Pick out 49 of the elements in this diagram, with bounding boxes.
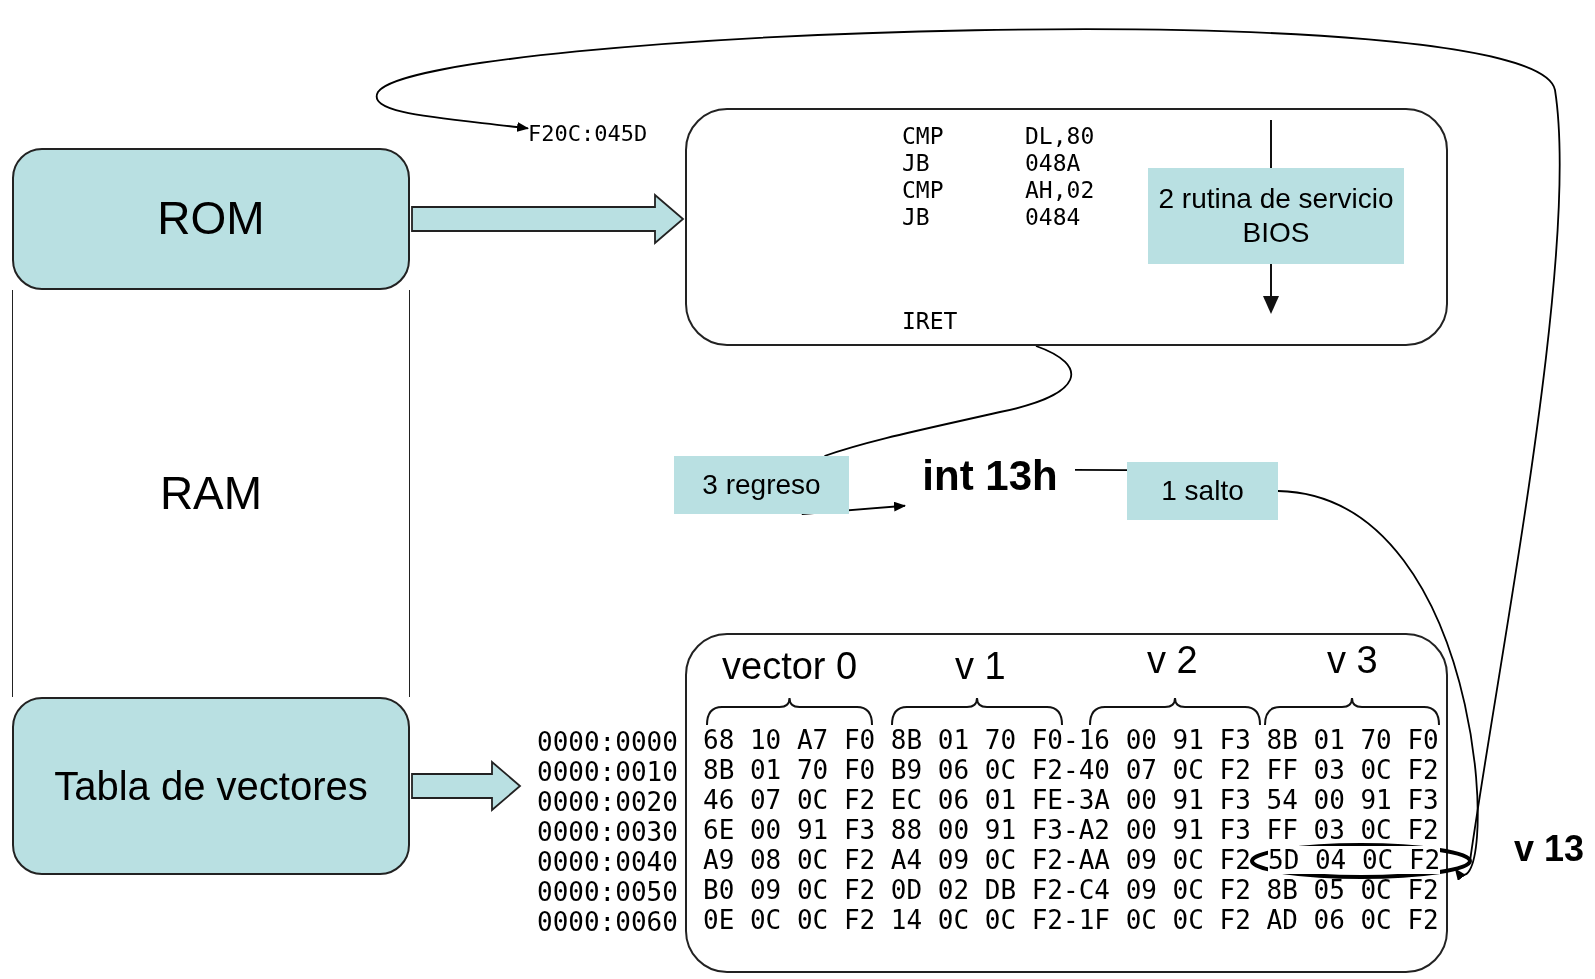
hex-bytes: 46 07 0C F2 EC 06 01 FE-3A 00 91 F3 54 00 91 F3 [703, 786, 1439, 814]
memory-block [12, 697, 410, 875]
memory-address: 0000:0030 [537, 818, 678, 846]
instruction-text: JB [902, 150, 930, 177]
instruction-text: JB [902, 204, 930, 231]
code-box [685, 108, 1448, 346]
memory-address: 0000:0060 [537, 908, 678, 936]
instruction-text: IRET [902, 308, 958, 335]
memory-block [12, 148, 410, 290]
instruction-text: CMP [902, 177, 944, 204]
arrow [800, 501, 906, 515]
hex-bytes: B0 09 0C F2 0D 02 DB F2-C4 09 0C F2 8B 05 0C F2 [703, 876, 1439, 904]
step-box [674, 456, 849, 514]
node-label: int 13h [922, 450, 1058, 501]
hex-bytes: 5D 04 0C F2 [1268, 846, 1441, 874]
memory-address: 0000:0010 [537, 758, 678, 786]
step-box [1127, 462, 1278, 520]
vector-label: v 13 [1514, 829, 1585, 869]
arrow [1277, 490, 1479, 879]
node-label: RAM [159, 465, 263, 521]
column-heading: v 1 [955, 644, 1006, 689]
memory-address: 0000:0000 [537, 728, 678, 756]
memory-address: 0000:0050 [537, 878, 678, 906]
column-heading: v 3 [1327, 638, 1378, 683]
connector-line [823, 345, 1073, 457]
address-label: F20C:045D [528, 120, 648, 148]
node-label: 1 salto [1161, 474, 1244, 508]
node-label: ROM [157, 191, 265, 247]
block-arrow [411, 193, 685, 245]
step-box [1148, 168, 1404, 264]
block-arrow [411, 760, 522, 812]
hex-bytes: 6E 00 91 F3 88 00 91 F3-A2 00 91 F3 FF 03 0C F2 [703, 816, 1439, 844]
instruction-text: CMP [902, 123, 944, 150]
node-label: Tabla de vectores [54, 763, 368, 810]
hex-bytes: 8B 01 70 F0 B9 06 0C F2-40 07 0C F2 FF 03 0C F2 [703, 756, 1439, 784]
memory-address: 0000:0020 [537, 788, 678, 816]
node-label: 3 regreso [702, 468, 821, 502]
hex-bytes: 0E 0C 0C F2 14 0C 0C F2-1F 0C 0C F2 AD 06 0C F2 [703, 906, 1439, 934]
operand-text: 0484 [1025, 204, 1081, 231]
operand-text: DL,80 [1025, 123, 1095, 150]
column-heading: v 2 [1147, 638, 1198, 683]
hex-bytes: A9 08 0C F2 A4 09 0C F2-AA 09 0C F2 [703, 846, 1251, 874]
operand-text: AH,02 [1025, 177, 1095, 204]
node-label: 2 rutina de servicio BIOS [1157, 182, 1395, 250]
hex-bytes: 68 10 A7 F0 8B 01 70 F0-16 00 91 F3 8B 01 70 F0 [703, 726, 1439, 754]
memory-address: 0000:0040 [537, 848, 678, 876]
connector-line [1074, 468, 1128, 471]
operand-text: 048A [1025, 150, 1081, 177]
column-heading: vector 0 [722, 644, 858, 689]
